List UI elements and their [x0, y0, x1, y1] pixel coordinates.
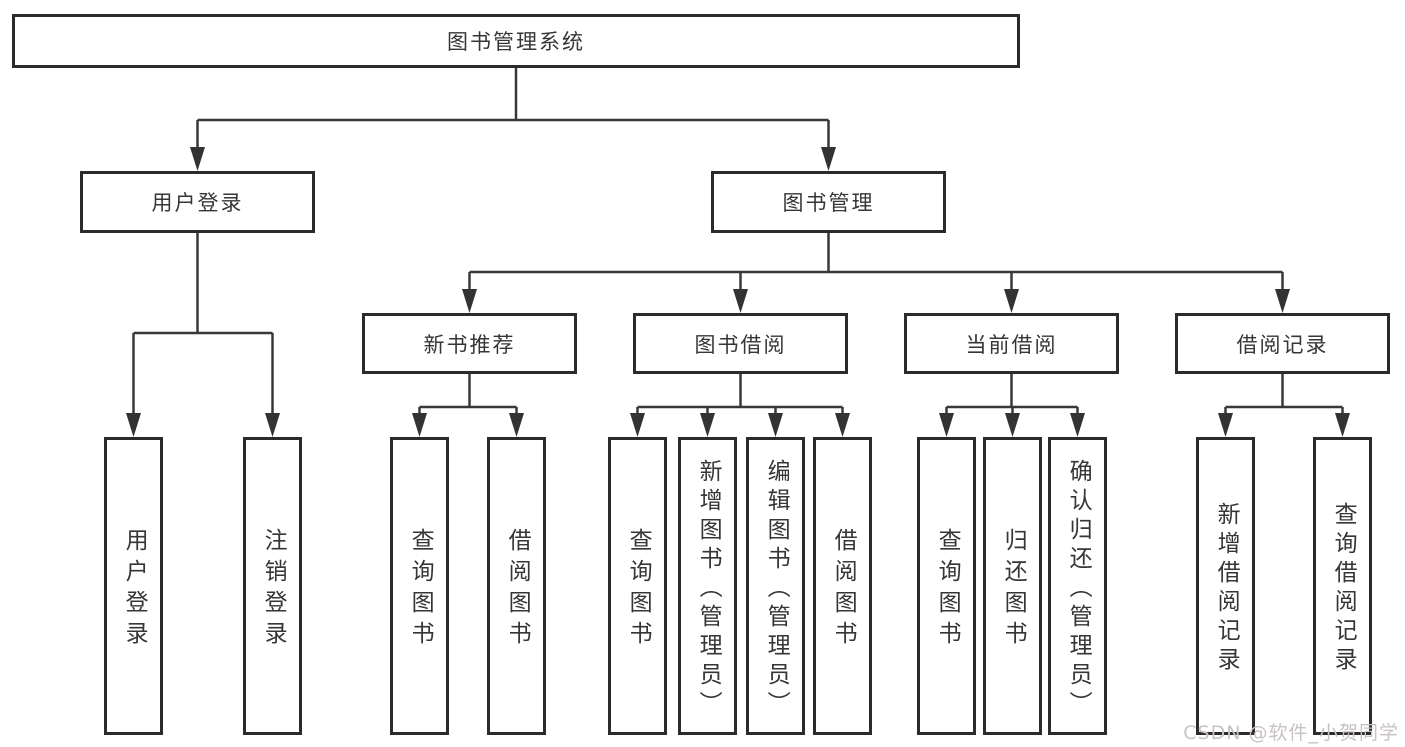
leaf-br-query-record-label: 查询借阅记录 — [1330, 502, 1357, 676]
leaf-cb-return-books-label: 归还图书 — [1000, 528, 1027, 652]
leaf-bb-query-books-label: 查询图书 — [625, 528, 652, 652]
leaf-cb-query-books: 查询图书 — [917, 437, 976, 735]
leaf-nbr-borrow-books: 借阅图书 — [487, 437, 546, 735]
leaf-nbr-query-books: 查询图书 — [390, 437, 449, 735]
leaf-bb-edit-books-admin: 编辑图书（管理员） — [746, 437, 805, 735]
leaf-bb-edit-books-admin-label: 编辑图书（管理员） — [763, 458, 790, 720]
leaf-user-login-label: 用户登录 — [121, 528, 148, 652]
leaf-user-login: 用户登录 — [104, 437, 163, 735]
node-current-borrow: 当前借阅 — [904, 313, 1119, 374]
node-user-login-label: 用户登录 — [151, 191, 244, 215]
node-new-book-recommend: 新书推荐 — [362, 313, 577, 374]
leaf-logout-label: 注销登录 — [260, 528, 287, 652]
leaf-bb-borrow-books-label: 借阅图书 — [830, 528, 857, 652]
node-book-borrow: 图书借阅 — [633, 313, 848, 374]
leaf-cb-query-books-label: 查询图书 — [934, 528, 961, 652]
leaf-cb-return-books: 归还图书 — [983, 437, 1042, 735]
leaf-bb-query-books: 查询图书 — [608, 437, 667, 735]
node-root-system: 图书管理系统 — [12, 14, 1020, 68]
csdn-watermark: CSDN @软件_小贺同学 — [1183, 722, 1399, 744]
node-user-login-branch: 用户登录 — [80, 171, 315, 233]
node-new-book-recommend-label: 新书推荐 — [423, 332, 516, 357]
node-book-management-branch: 图书管理 — [711, 171, 946, 233]
leaf-bb-borrow-books: 借阅图书 — [813, 437, 872, 735]
node-borrow-records: 借阅记录 — [1175, 313, 1390, 374]
leaf-logout: 注销登录 — [243, 437, 302, 735]
leaf-nbr-borrow-books-label: 借阅图书 — [504, 528, 531, 652]
leaf-cb-confirm-return-admin-label: 确认归还（管理员） — [1065, 458, 1092, 720]
node-current-borrow-label: 当前借阅 — [965, 332, 1058, 357]
leaf-br-query-record: 查询借阅记录 — [1313, 437, 1372, 735]
leaf-cb-confirm-return-admin: 确认归还（管理员） — [1048, 437, 1107, 735]
node-borrow-records-label: 借阅记录 — [1236, 332, 1329, 357]
leaf-br-add-record: 新增借阅记录 — [1196, 437, 1255, 735]
leaf-bb-add-books-admin: 新增图书（管理员） — [678, 437, 737, 735]
leaf-bb-add-books-admin-label: 新增图书（管理员） — [695, 458, 722, 720]
node-book-borrow-label: 图书借阅 — [694, 332, 787, 357]
node-root-label: 图书管理系统 — [447, 30, 585, 54]
leaf-nbr-query-books-label: 查询图书 — [407, 528, 434, 652]
node-book-management-label: 图书管理 — [782, 191, 875, 215]
leaf-br-add-record-label: 新增借阅记录 — [1213, 502, 1240, 676]
